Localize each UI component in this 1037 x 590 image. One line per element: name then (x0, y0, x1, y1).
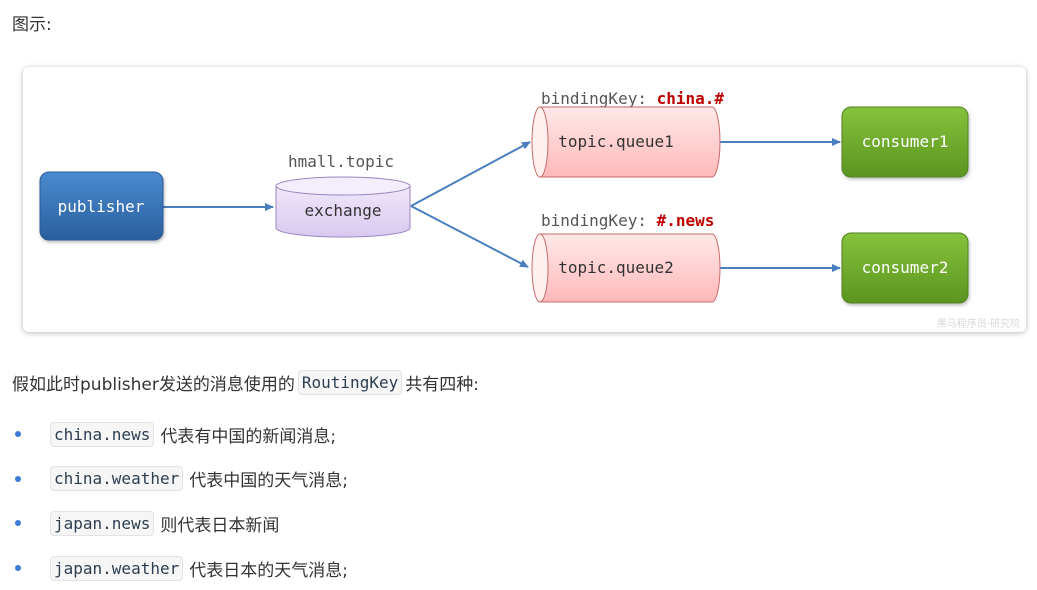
exchange-to-queue2-arrow (410, 205, 529, 268)
bullet-dot-icon (15, 520, 21, 527)
list-item: japan.news 则代表日本新闻 (12, 501, 348, 546)
section-heading: 图示: (12, 15, 52, 35)
queue2-node: bindingKey: #.news topic.queue2 (531, 211, 721, 303)
exchange-to-queue1-arrow (410, 141, 531, 207)
binding1-label: bindingKey: china.# (541, 89, 724, 108)
consumer2-label: consumer2 (862, 258, 949, 277)
binding1-key: china.# (657, 89, 725, 108)
bullet-dot-icon (15, 431, 21, 438)
item-text: 代表有中国的新闻消息; (160, 426, 337, 447)
item-text: 代表日本的天气消息; (189, 560, 348, 581)
publisher-label: publisher (58, 197, 145, 216)
item-text: 则代表日本新闻 (160, 515, 280, 536)
exchange-label: exchange (304, 201, 381, 220)
item-text: 代表中国的天气消息; (189, 471, 348, 492)
binding2-key: #.news (657, 211, 715, 230)
binding2-prefix: bindingKey: (541, 211, 657, 230)
queue1-label: topic.queue1 (558, 132, 674, 151)
watermark: 黑马程序员·研究院 (936, 319, 1020, 330)
diagram-canvas: publisher hmall.topic exchange bindingKe… (39, 89, 969, 304)
list-item: china.weather 代表中国的天气消息; (12, 457, 348, 502)
paragraph-before: 假如此时publisher发送的消息使用的 (12, 375, 295, 395)
consumer1-label: consumer1 (862, 132, 949, 151)
paragraph-after: 共有四种: (405, 375, 479, 395)
queue1-node: bindingKey: china.# topic.queue1 (531, 89, 724, 178)
routing-key-paragraph: 假如此时publisher发送的消息使用的 RoutingKey 共有四种: (12, 370, 479, 395)
consumer1-node: consumer1 (841, 106, 969, 178)
item-code: china.news (50, 421, 155, 447)
exchange-name-label: hmall.topic (288, 152, 394, 171)
exchange-node: hmall.topic exchange (275, 152, 411, 238)
binding2-label: bindingKey: #.news (541, 211, 714, 230)
item-code: china.weather (50, 466, 184, 492)
consumer2-node: consumer2 (841, 232, 969, 304)
routing-key-list: china.news 代表有中国的新闻消息; china.weather 代表中… (12, 412, 348, 590)
list-item: china.news 代表有中国的新闻消息; (12, 412, 348, 457)
binding1-prefix: bindingKey: (541, 89, 657, 108)
publisher-node: publisher (39, 171, 164, 241)
item-code: japan.weather (50, 555, 184, 581)
queue2-label: topic.queue2 (558, 258, 674, 277)
bullet-dot-icon (15, 475, 21, 482)
topic-exchange-diagram: publisher hmall.topic exchange bindingKe… (23, 67, 1026, 332)
list-item: japan.weather 代表日本的天气消息; (12, 546, 348, 590)
routing-key-code: RoutingKey (297, 370, 403, 395)
bullet-dot-icon (15, 565, 21, 572)
connectors (163, 138, 841, 272)
item-code: japan.news (50, 510, 155, 536)
